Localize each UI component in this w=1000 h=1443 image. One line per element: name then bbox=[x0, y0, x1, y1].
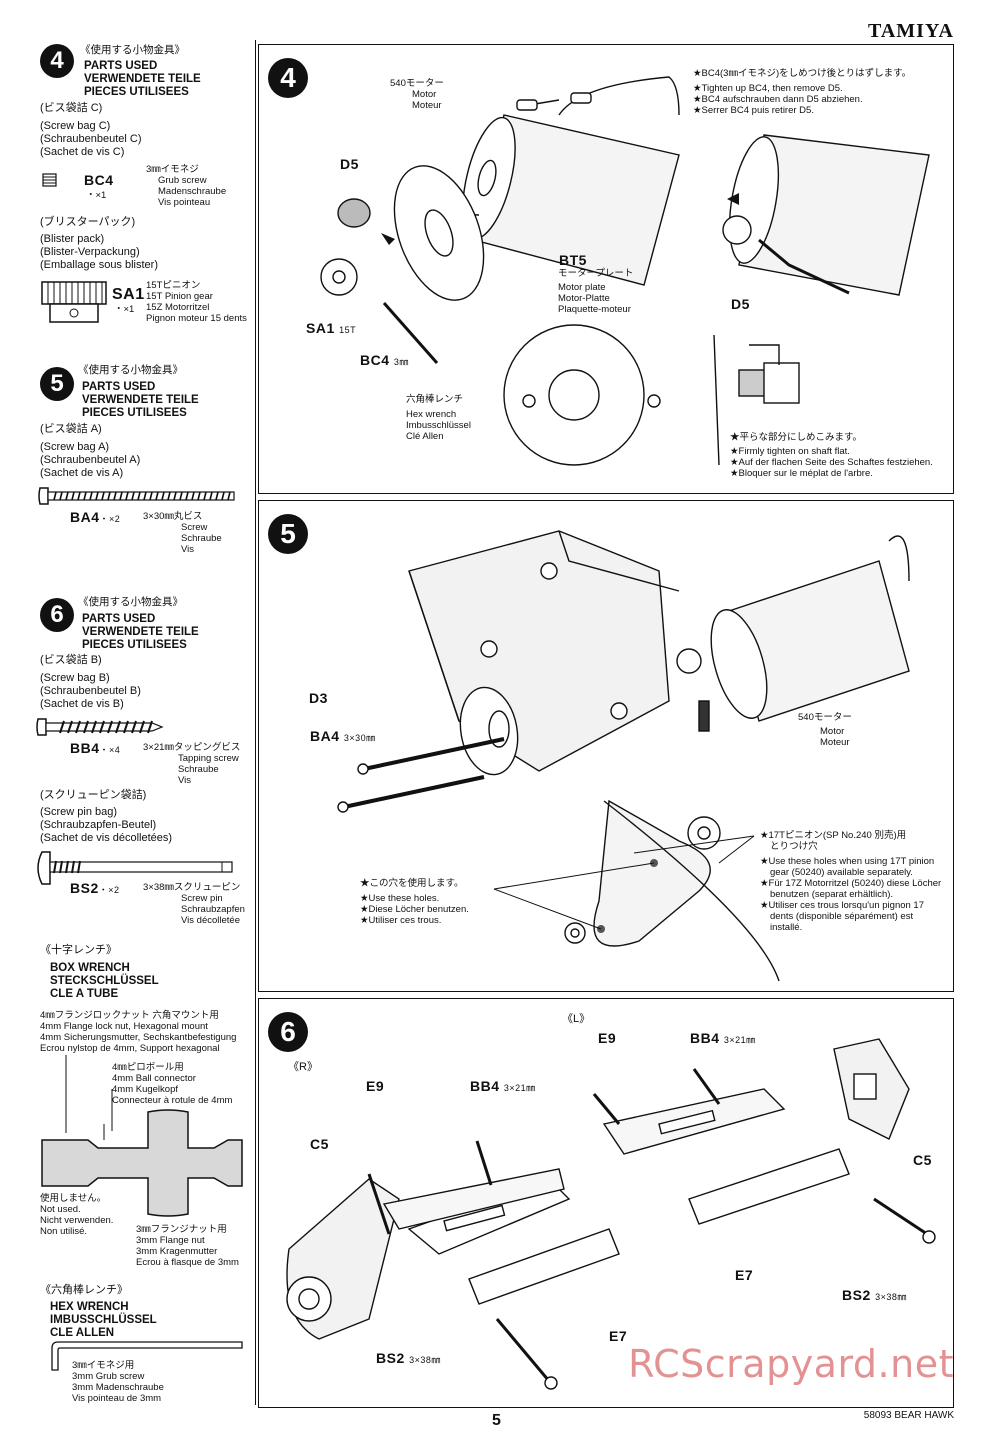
s6-bb4-label-r: BB4 3×21㎜ bbox=[470, 1078, 536, 1094]
grub-screw-icon bbox=[42, 173, 57, 187]
brand-logo: TAMIYA bbox=[867, 20, 954, 42]
step-5-illustration bbox=[337, 530, 910, 982]
pinion-gear-icon bbox=[41, 281, 107, 323]
ba4-code: BA4・×2 bbox=[70, 509, 121, 525]
bs2-code: BS2・×2 bbox=[70, 880, 120, 896]
s6-bs2-label-r: BS2 3×38㎜ bbox=[376, 1350, 441, 1366]
ba4-desc: 3×30㎜丸ビス Screw Schraube Vis bbox=[143, 511, 222, 555]
step-6-badge: 6 bbox=[268, 1012, 308, 1052]
s6-e7-label-l: E7 bbox=[735, 1267, 754, 1283]
step-6-illustration bbox=[286, 1038, 936, 1390]
s6-e9-label-l: E9 bbox=[598, 1030, 617, 1046]
s4-bt5-desc: モータープレート Motor plate Motor-Platte Plaque… bbox=[558, 268, 634, 315]
box-wrench-jp: 《十字レンチ》 bbox=[40, 944, 117, 956]
s6-header-jp: 《使用する小物金具》 bbox=[78, 596, 183, 608]
section-4-badge: 4 bbox=[40, 44, 74, 78]
bb4-tapping-screw-icon bbox=[36, 718, 164, 736]
s4-bag-lines: (Screw bag C)(Schraubenbeutel C)(Sachet … bbox=[40, 120, 142, 158]
s5-header-jp: 《使用する小物金具》 bbox=[78, 364, 183, 376]
s4-flat-note: ★平らな部分にしめこみます。 ★Firmly tighten on shaft … bbox=[730, 432, 933, 479]
bb4-desc: 3×21㎜タッピングビス Tapping screw Schraube Vis bbox=[143, 742, 241, 786]
s6-bag-lines: (ビス袋詰 B) (Screw bag B) (Schraubenbeutel … bbox=[40, 654, 141, 710]
bs2-desc: 3×38㎜スクリューピン Screw pin Schraubzapfen Vis… bbox=[143, 882, 245, 926]
s6-e9-label-r: E9 bbox=[366, 1078, 385, 1094]
sa1-qty: ・×1 bbox=[114, 304, 135, 315]
column-divider bbox=[255, 40, 256, 1405]
s4-bc4-label: BC4 3㎜ bbox=[360, 352, 409, 368]
box-wrench-not-used: 使用しません。Not used.Nicht verwenden.Non util… bbox=[40, 1193, 114, 1237]
sa1-code: SA1 bbox=[112, 286, 145, 303]
s5-motor-label: 540モーター Motor Moteur bbox=[798, 712, 852, 748]
s4-motor-label: 540モーター Motor Moteur bbox=[390, 78, 444, 111]
s6-left-marker: 《L》 bbox=[562, 1013, 591, 1025]
section-5-badge: 5 bbox=[40, 367, 74, 401]
s5-holes-note: ★この穴を使用します。 ★Use these holes. ★Diese Löc… bbox=[360, 878, 469, 926]
s5-17t-note: ★17Tピニオン(SP No.240 別売)用 とりつけ穴 ★Use these… bbox=[760, 830, 942, 933]
bc4-desc: 3㎜イモネジ Grub screw Madenschraube Vis poin… bbox=[146, 164, 227, 208]
bs2-screw-pin-icon bbox=[37, 851, 233, 885]
s5-bag-lines: (ビス袋詰 A) (Screw bag A) (Schraubenbeutel … bbox=[40, 423, 141, 479]
s6-right-marker: 《R》 bbox=[288, 1061, 318, 1073]
step-6-panel bbox=[258, 998, 954, 1408]
box-wrench-icon bbox=[41, 1109, 243, 1217]
s4-bag-jp: (ビス袋詰 C) bbox=[40, 102, 103, 114]
s6-pin-lines: (スクリューピン袋詰) (Screw pin bag) (Schraubzapf… bbox=[40, 789, 173, 844]
s4-bt5-label: BT5 bbox=[559, 252, 587, 268]
footer-model: 58093 BEAR HAWK bbox=[863, 1410, 954, 1421]
watermark: RCScrapyard.net bbox=[628, 1342, 954, 1386]
bc4-qty: ・×1 bbox=[86, 190, 107, 201]
section-6-badge: 6 bbox=[40, 598, 74, 632]
step-4-panel bbox=[258, 44, 954, 494]
hex-wrench-icon bbox=[51, 1341, 243, 1371]
s4-d5b-label: D5 bbox=[731, 296, 750, 312]
step-5-panel bbox=[258, 500, 954, 992]
s4-tighten-note: ★BC4(3㎜イモネジ)をしめつけ後とりはずします。 ★Tighten up B… bbox=[693, 68, 912, 116]
ba4-screw-icon bbox=[38, 487, 235, 505]
s6-bb4-label-l: BB4 3×21㎜ bbox=[690, 1030, 756, 1046]
s4-sa1-label: SA1 15T bbox=[306, 320, 357, 336]
s5-ba4-label: BA4 3×30㎜ bbox=[310, 728, 376, 744]
s4-d5-label: D5 bbox=[340, 156, 359, 172]
hex-wrench-jp: 《六角棒レンチ》 bbox=[40, 1284, 128, 1296]
bb4-code: BB4・×4 bbox=[70, 740, 121, 756]
s4-hex-wrench-label: 六角棒レンチ Hex wrench Imbusschlüssel Clé All… bbox=[406, 394, 471, 442]
box-wrench-leader-lines bbox=[65, 1055, 113, 1133]
s6-e7-label-r: E7 bbox=[609, 1328, 628, 1344]
s6-c5-label-l: C5 bbox=[913, 1152, 932, 1168]
step-5-badge: 5 bbox=[268, 514, 308, 554]
step-4-badge: 4 bbox=[268, 58, 308, 98]
step-4-illustration bbox=[320, 76, 930, 466]
bc4-code: BC4 bbox=[84, 172, 114, 188]
s6-c5-label-r: C5 bbox=[310, 1136, 329, 1152]
s4-header-jp: 《使用する小物金具》 bbox=[80, 44, 185, 56]
s4-blister-lines: (ブリスターパック) (Blister pack) (Blister-Verpa… bbox=[40, 216, 158, 271]
s5-d3-label: D3 bbox=[309, 690, 328, 706]
s6-bs2-label-l: BS2 3×38㎜ bbox=[842, 1287, 907, 1303]
page-number: 5 bbox=[492, 1412, 501, 1429]
